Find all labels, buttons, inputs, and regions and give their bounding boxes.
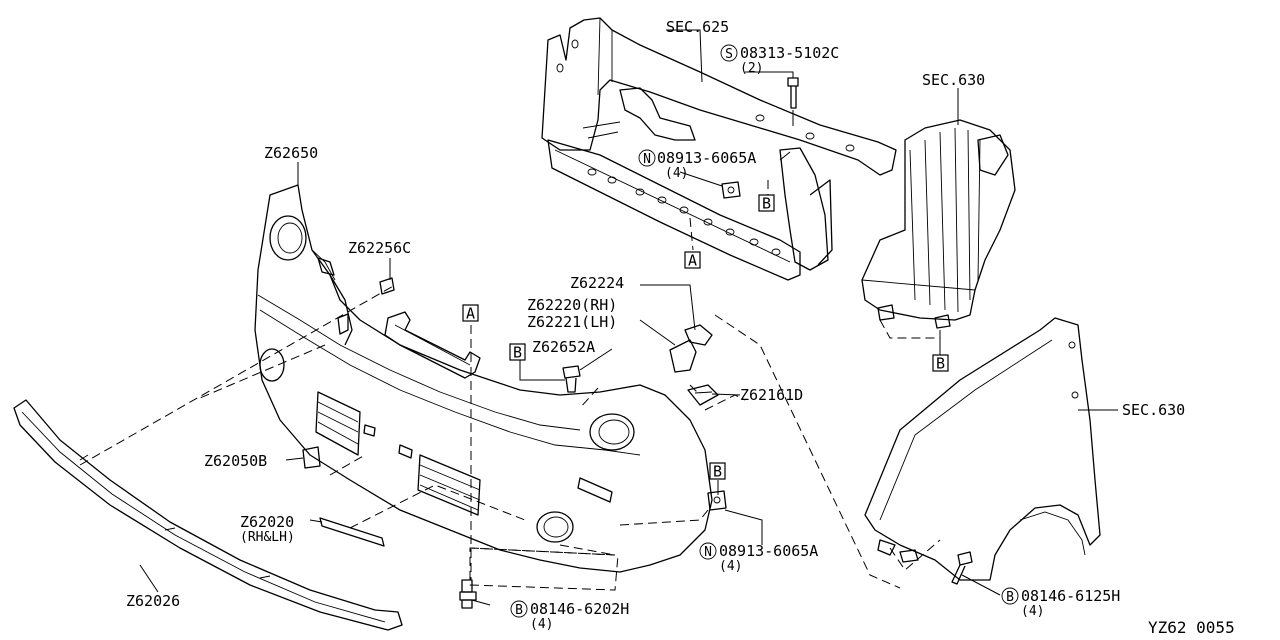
retainer-z62161d-icon [687, 384, 719, 406]
front-bumper-fascia [254, 184, 713, 573]
label-z62161d: Z62161D [740, 386, 803, 404]
label-z62224: Z62224 [570, 274, 624, 292]
svg-text:N: N [643, 152, 651, 167]
ref-box-a1: A [684, 251, 701, 270]
svg-text:08913-6065A: 08913-6065A [657, 149, 756, 167]
moulding-z62020-icon [319, 517, 385, 547]
svg-text:B: B [515, 603, 523, 618]
svg-text:(4): (4) [665, 166, 688, 181]
bumper-lower-lip [13, 399, 403, 631]
label-bolt-08146-6202: B 08146-6202H (4) [510, 600, 629, 632]
svg-text:08913-6065A: 08913-6065A [719, 542, 818, 560]
label-nut-08913-bottom: N 08913-6065A (4) [699, 542, 818, 574]
svg-text:(2): (2) [740, 61, 763, 76]
radiator-core-support [541, 17, 897, 281]
diagram-code: YZ62 0055 [1148, 618, 1235, 637]
ref-box-b3: B [709, 462, 726, 481]
bracket-z62220-icon [669, 324, 713, 373]
label-z62020: Z62020 [240, 513, 294, 531]
label-z62256c: Z62256C [348, 239, 411, 257]
svg-text:B: B [762, 195, 771, 213]
label-sec625: SEC.625 [666, 18, 729, 36]
ref-box-b1: B [758, 194, 775, 213]
svg-text:B: B [513, 344, 522, 362]
bolt-08146-6125-icon [951, 551, 973, 585]
svg-text:08146-6202H: 08146-6202H [530, 600, 629, 618]
svg-text:A: A [466, 305, 475, 323]
svg-text:08146-6125H: 08146-6125H [1021, 587, 1120, 605]
bolt-08146-6202-icon [459, 579, 477, 609]
fender-liner [861, 119, 1016, 329]
svg-text:N: N [704, 545, 712, 560]
label-z62221: Z62221(LH) [527, 313, 617, 331]
ref-box-b2: B [509, 343, 526, 362]
svg-text:B: B [936, 355, 945, 373]
label-z62020-sub: (RH&LH) [240, 530, 295, 545]
label-sec630-right: SEC.630 [1122, 401, 1185, 419]
label-z62050b: Z62050B [204, 452, 267, 470]
nut-08913-icon [707, 490, 727, 511]
svg-text:B: B [713, 463, 722, 481]
svg-text:(4): (4) [1021, 604, 1044, 619]
bolt-08313-icon [787, 77, 799, 126]
leader-lines [139, 29, 1118, 606]
clip-z62050b-icon [302, 446, 321, 469]
label-z62220: Z62220(RH) [527, 296, 617, 314]
svg-text:(4): (4) [719, 559, 742, 574]
label-bolt-08313: S 08313-5102C (2) [720, 44, 839, 76]
svg-text:B: B [1006, 590, 1014, 605]
label-bolt-08146-6125: B 08146-6125H (4) [1001, 587, 1120, 619]
clip-z62652a-icon [562, 365, 581, 393]
label-sec630-top: SEC.630 [922, 71, 985, 89]
svg-text:(4): (4) [530, 617, 553, 632]
label-z62650: Z62650 [264, 144, 318, 162]
svg-text:S: S [725, 47, 733, 62]
label-z62026: Z62026 [126, 592, 180, 610]
ref-box-a2: A [462, 304, 479, 323]
assembly-dashed-lines [79, 180, 941, 591]
label-z62652a: Z62652A [532, 338, 595, 356]
clip-nut-icon [721, 181, 741, 199]
svg-text:08313-5102C: 08313-5102C [740, 44, 839, 62]
bumper-bracket [379, 277, 481, 379]
ref-box-b4: B [932, 354, 949, 373]
svg-text:A: A [688, 252, 697, 270]
front-fender [864, 317, 1101, 581]
label-nut-08913-top: N 08913-6065A (4) [638, 149, 756, 181]
